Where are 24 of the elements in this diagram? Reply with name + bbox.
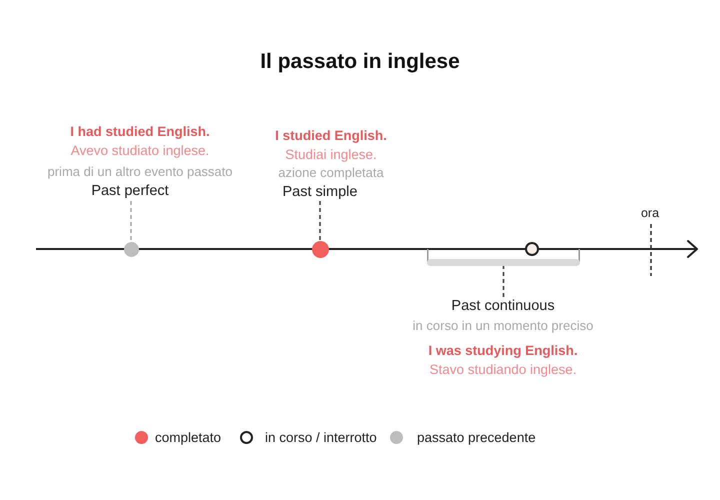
event-dot [124, 242, 138, 256]
usage-note: in corso in un momento preciso [412, 317, 594, 335]
example-sentence: I studied English. [275, 127, 387, 145]
diagram-title: Il passato in inglese [260, 50, 460, 73]
translation: Avevo studiato inglese. [70, 142, 210, 160]
legend-label: passato precedente [417, 430, 536, 445]
tense-name: Past perfect [91, 182, 169, 201]
example-sentence: I was studying English. [428, 342, 578, 360]
usage-note: prima di un altro evento passato [48, 163, 232, 181]
leader-line [319, 201, 321, 240]
now-label: ora [640, 206, 660, 220]
example-sentence: I had studied English. [70, 123, 210, 141]
legend-label: completato [155, 430, 222, 445]
event-circle [525, 242, 539, 256]
legend-label: in corso / interrotto [265, 430, 377, 445]
tense-name: Past simple [282, 182, 358, 201]
usage-note: azione completata [278, 164, 384, 182]
leader-line [130, 201, 132, 242]
translation: Stavo studiando inglese. [429, 361, 577, 379]
event-dot [312, 240, 328, 258]
tense-name: Past continuous [451, 297, 555, 316]
translation: Studiai inglese. [285, 146, 377, 164]
range-bracket [427, 249, 580, 266]
leader-line [502, 266, 504, 297]
